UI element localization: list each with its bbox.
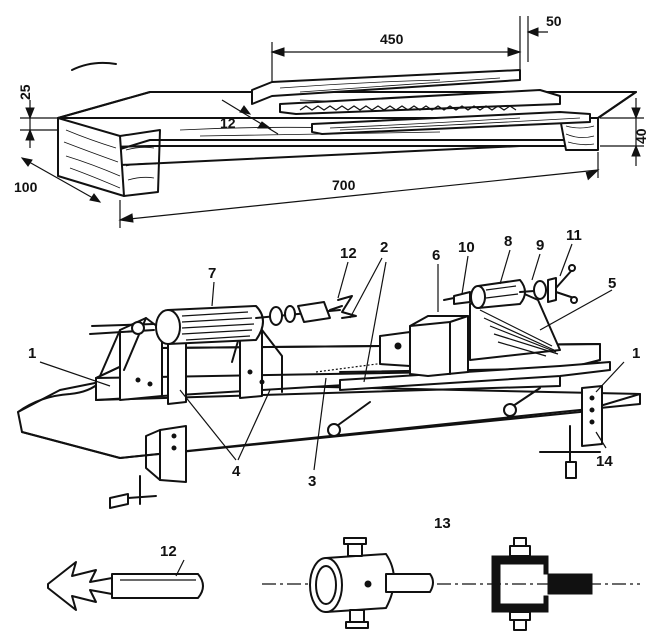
label-part-3: 3 (308, 473, 316, 490)
dim-40-label: 40 (633, 128, 649, 144)
dim-25-label: 25 (17, 84, 33, 100)
label-part-5: 5 (608, 275, 616, 292)
detail-12-drive-spur: 12 (47, 543, 204, 611)
label-part-6: 6 (432, 247, 440, 264)
label-part-12-detail: 12 (160, 543, 177, 560)
label-part-2: 2 (380, 239, 388, 256)
label-part-8: 8 (504, 233, 512, 250)
label-part-9: 9 (536, 237, 544, 254)
label-part-10: 10 (458, 239, 475, 256)
dim-450-label: 450 (380, 31, 404, 47)
label-part-7: 7 (208, 265, 216, 282)
dim-50-label: 50 (546, 13, 562, 29)
base-board-view: 450 50 25 12 40 100 (14, 13, 649, 228)
lathe-assembly-view (17, 264, 641, 509)
label-leaders (39, 243, 625, 471)
label-part-11: 11 (566, 227, 582, 244)
label-part-13: 13 (434, 515, 451, 532)
label-part-12-top: 12 (340, 245, 357, 262)
label-part-1-right: 1 (632, 345, 640, 362)
label-part-4: 4 (232, 463, 241, 480)
label-part-1-left: 1 (28, 345, 36, 362)
label-part-14: 14 (596, 453, 613, 470)
dim-700-label: 700 (332, 177, 356, 193)
dim-100-label: 100 (14, 179, 38, 195)
detail-13-sleeve: 13 (262, 515, 640, 631)
dim-12-label: 12 (220, 115, 236, 131)
